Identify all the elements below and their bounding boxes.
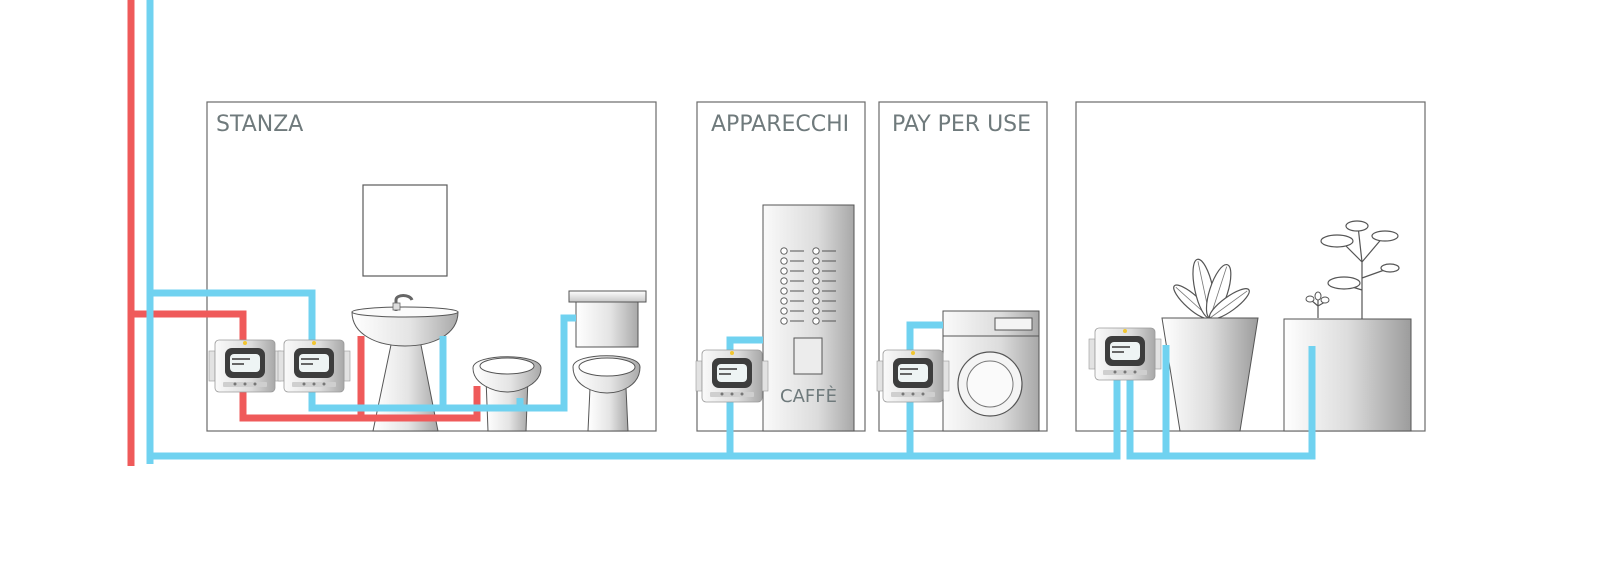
- coffee-button: [812, 277, 820, 285]
- cold-water-pipes: [146, 0, 1316, 464]
- coffee-button: [812, 267, 820, 275]
- room-label-apparecchi: APPARECCHI: [711, 112, 849, 137]
- plant-branches-icon: [1305, 220, 1400, 320]
- room-frame-garden: [1075, 101, 1426, 432]
- cold-washer-pipe: [906, 321, 943, 456]
- room-label-stanza: STANZA: [216, 112, 303, 137]
- coffee-button: [812, 247, 820, 255]
- coffee-button: [780, 257, 788, 265]
- coffee-button: [780, 317, 788, 325]
- cold-bathroom-pipe: [150, 289, 576, 412]
- coffee-button: [780, 307, 788, 315]
- planter-tall-icon: [1161, 317, 1259, 432]
- mirror-icon: [362, 184, 448, 277]
- coffee-button: [780, 277, 788, 285]
- water-meter-icon: [876, 349, 950, 403]
- coffee-button: [780, 297, 788, 305]
- cold-garden-pipe: [1126, 346, 1316, 460]
- cold-coffee-pipe: [726, 336, 763, 456]
- coffee-button: [812, 287, 820, 295]
- coffee-button: [812, 257, 820, 265]
- coffee-button: [812, 297, 820, 305]
- water-meter-icon: [277, 339, 351, 393]
- water-meter-icon: [1088, 327, 1162, 381]
- coffee-button: [812, 317, 820, 325]
- coffee-selection-buttons: [780, 247, 836, 325]
- room-label-pay-per-use: PAY PER USE: [892, 112, 1031, 137]
- coffee-button: [780, 267, 788, 275]
- coffee-button: [780, 247, 788, 255]
- water-meter-icon: [208, 339, 282, 393]
- coffee-button: [812, 307, 820, 315]
- bidet-icon: [472, 356, 542, 432]
- plant-leaves-icon: [1173, 258, 1250, 320]
- coffee-machine-icon: [762, 204, 855, 432]
- planter-box-icon: [1283, 318, 1412, 432]
- toilet-icon: [568, 290, 647, 432]
- washing-machine-icon: [942, 310, 1040, 432]
- coffee-button: [780, 287, 788, 295]
- water-meter-icon: [695, 349, 769, 403]
- cold-main-pipe: [150, 380, 1121, 460]
- coffee-machine-label: CAFFÈ: [780, 385, 837, 407]
